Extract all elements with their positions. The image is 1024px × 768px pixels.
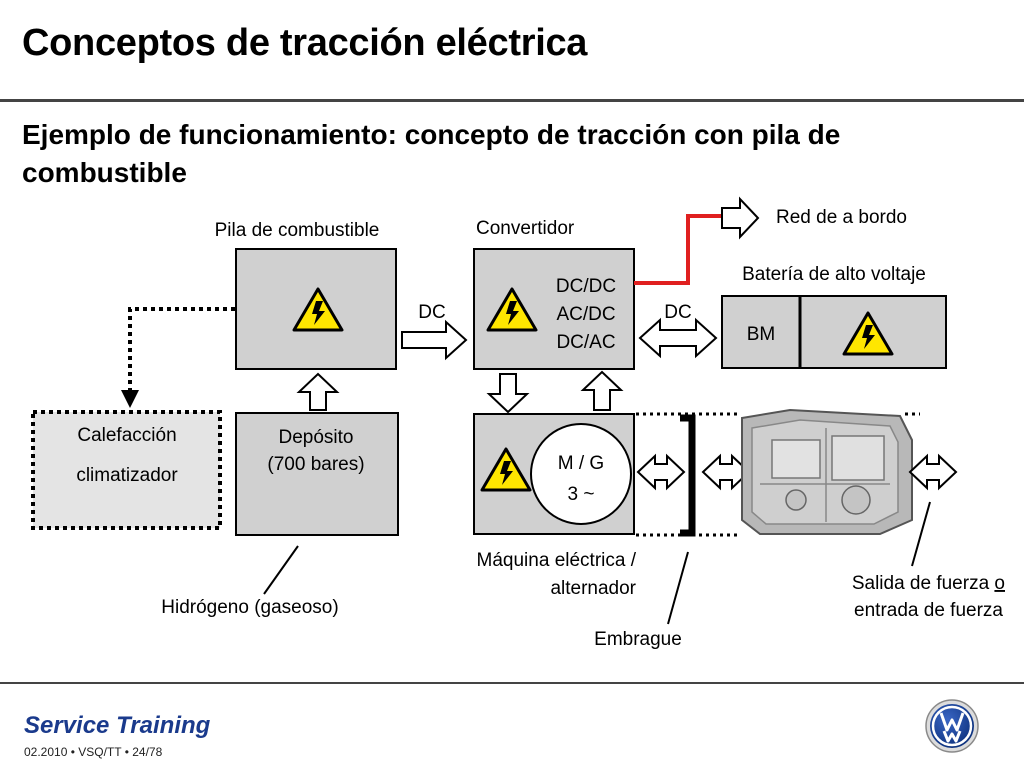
clutch-label: Embrague xyxy=(594,629,682,650)
dotted-arrow-head xyxy=(121,390,139,408)
battery-module-label: BM xyxy=(747,324,776,345)
converter-mode-3: DC/AC xyxy=(556,332,615,353)
onboard-network-arrow xyxy=(721,196,760,240)
tank-label-2: (700 bares) xyxy=(267,454,364,475)
tank-box xyxy=(235,412,399,536)
dc-arrow-right xyxy=(401,319,468,361)
output-label-2: entrada de fuerza xyxy=(854,600,1003,621)
fuel-cell-diagram: Pila de combustible DC/DC AC/DC DC/AC Co… xyxy=(31,196,1005,650)
heating-box xyxy=(31,410,222,530)
hydrogen-label: Hidrógeno (gaseoso) xyxy=(161,597,338,618)
converter-label: Convertidor xyxy=(476,218,575,239)
underlined-o: o xyxy=(994,573,1005,594)
machine-label-2: alternador xyxy=(550,578,636,599)
converter-to-motor-arrow xyxy=(486,373,530,414)
tank-label-1: Depósito xyxy=(279,427,354,448)
dc-label-right: DC xyxy=(664,302,691,323)
brand-label: Service Training xyxy=(24,712,211,739)
dc-label-left: DC xyxy=(418,302,445,323)
title-divider xyxy=(0,99,1024,102)
clutch-leader-line xyxy=(667,551,689,625)
motor-to-converter-arrow xyxy=(580,370,624,411)
converter-mode-2: AC/DC xyxy=(556,304,615,325)
heating-label-2: climatizador xyxy=(76,465,178,486)
page-title: Conceptos de tracción eléctrica xyxy=(22,22,588,64)
onboard-network-label: Red de a bordo xyxy=(776,207,907,228)
converter-mode-1: DC/DC xyxy=(556,276,616,297)
output-label-1: Salida de fuerza o xyxy=(852,573,1005,594)
output-double-arrow xyxy=(908,453,958,491)
clutch-symbol xyxy=(680,414,696,537)
onboard-network-line xyxy=(634,214,722,285)
heating-label-1: Calefacción xyxy=(77,425,176,446)
motor-circle xyxy=(530,423,632,525)
transmission-image xyxy=(741,408,913,535)
motor-clutch-double-arrow xyxy=(636,453,686,491)
hydrogen-supply-arrow xyxy=(296,372,340,411)
hv-battery-box xyxy=(721,295,947,369)
converter-box xyxy=(473,248,635,370)
footer-meta: 02.2010 • VSQ/TT • 24/78 xyxy=(24,745,163,759)
hydrogen-leader-line xyxy=(263,545,299,595)
footer-divider xyxy=(0,682,1024,684)
subtitle-line-2: combustible xyxy=(22,157,187,188)
dotted-connection xyxy=(128,307,235,392)
motor-label-1: M / G xyxy=(558,453,604,474)
dc-double-arrow xyxy=(638,317,718,359)
subtitle-line-1: Ejemplo de funcionamiento: concepto de t… xyxy=(22,119,841,150)
fuel-cell-label: Pila de combustible xyxy=(215,220,380,241)
output-leader-line xyxy=(911,501,931,567)
hv-battery-label: Batería de alto voltaje xyxy=(742,264,926,285)
machine-label-1: Máquina eléctrica / xyxy=(477,550,637,571)
vw-logo xyxy=(925,699,979,753)
motor-label-2: 3 ~ xyxy=(568,484,595,505)
